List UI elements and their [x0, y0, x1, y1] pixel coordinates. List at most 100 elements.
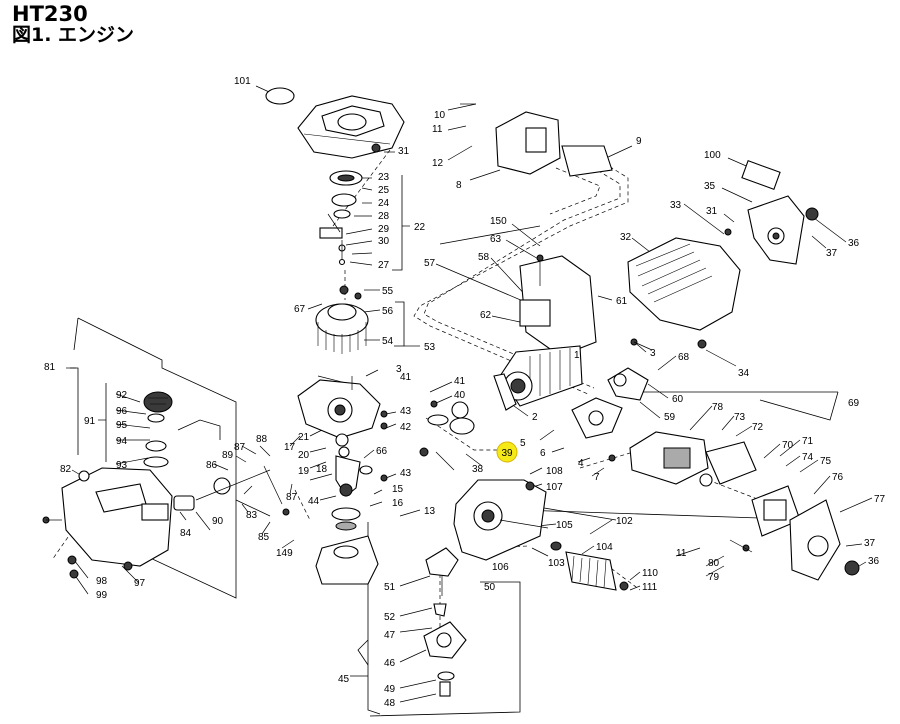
- part-label-12: 12: [432, 158, 444, 169]
- part-label-107: 107: [546, 482, 563, 493]
- part-label-99: 99: [96, 590, 108, 601]
- part-label-29: 29: [378, 224, 390, 235]
- part-label-56: 56: [382, 306, 394, 317]
- part-label-96: 96: [116, 406, 128, 417]
- part-label-19: 19: [298, 466, 310, 477]
- part-drive-shaft-handle: [550, 541, 629, 591]
- part-label-24: 24: [378, 198, 390, 209]
- part-label-78: 78: [712, 402, 724, 413]
- part-label-150: 150: [490, 216, 507, 227]
- part-label-13: 13: [424, 506, 436, 517]
- part-label-4: 4: [578, 458, 584, 469]
- part-101-decal: [265, 87, 295, 105]
- part-clutch: [423, 547, 467, 697]
- part-label-43b: 43: [400, 468, 412, 479]
- page-header: HT230 図1. エンジン: [12, 4, 134, 45]
- part-label-71: 71: [802, 436, 814, 447]
- part-cylinder: [493, 254, 597, 411]
- part-ignition-coil: [607, 367, 649, 401]
- part-label-72: 72: [752, 422, 764, 433]
- part-label-28: 28: [378, 211, 390, 222]
- part-label-87b: 87: [286, 492, 298, 503]
- part-label-85: 85: [258, 532, 270, 543]
- part-label-3: 3: [650, 348, 656, 359]
- part-label-86: 86: [206, 460, 218, 471]
- part-label-10: 10: [434, 110, 446, 121]
- part-label-11b: 11: [676, 548, 687, 559]
- part-label-102: 102: [616, 516, 633, 527]
- part-primer-pump: [173, 465, 290, 516]
- part-label-41b: 41: [400, 372, 412, 383]
- part-carburetor: [629, 431, 757, 487]
- part-label-74: 74: [802, 452, 814, 463]
- part-label-32: 32: [620, 232, 632, 243]
- part-label-23: 23: [378, 172, 390, 183]
- figure-title: 図1. エンジン: [12, 24, 135, 46]
- highlight-callout-39[interactable]: 39: [496, 441, 518, 463]
- part-label-40: 40: [454, 390, 466, 401]
- part-label-36: 36: [848, 238, 860, 249]
- part-label-100: 100: [704, 150, 721, 161]
- part-label-21: 21: [298, 432, 310, 443]
- part-label-30: 30: [378, 236, 390, 247]
- part-label-25: 25: [378, 185, 390, 196]
- part-label-73: 73: [734, 412, 746, 423]
- part-label-51: 51: [384, 582, 396, 593]
- part-label-60: 60: [672, 394, 684, 405]
- part-crankcase: [297, 376, 381, 458]
- part-label-59: 59: [664, 412, 676, 423]
- part-label-54: 54: [382, 336, 394, 347]
- part-label-46: 46: [384, 658, 396, 669]
- part-label-6: 6: [540, 448, 546, 459]
- part-label-16: 16: [392, 498, 404, 509]
- part-label-2: 2: [532, 412, 538, 423]
- part-label-18: 18: [316, 464, 328, 475]
- part-label-80: 80: [708, 558, 720, 569]
- part-label-34: 34: [738, 368, 750, 379]
- part-label-41: 41: [454, 376, 466, 387]
- part-label-31: 31: [398, 146, 410, 157]
- part-label-42: 42: [400, 422, 412, 433]
- part-label-11: 11: [432, 124, 443, 135]
- part-air-filter: [751, 485, 860, 581]
- part-label-62: 62: [480, 310, 492, 321]
- part-starter-cover: [453, 479, 549, 561]
- part-label-87: 87: [234, 442, 246, 453]
- part-label-3b: 3: [396, 364, 402, 375]
- part-engine-cover: [627, 228, 741, 349]
- part-label-9: 9: [636, 136, 642, 147]
- part-label-104: 104: [596, 542, 613, 553]
- part-insulator: [571, 397, 623, 462]
- part-air-cleaner-cover: [741, 160, 819, 265]
- part-label-111: 111: [642, 582, 658, 593]
- part-label-91: 91: [84, 416, 96, 427]
- part-label-93: 93: [116, 460, 128, 471]
- part-label-7: 7: [594, 472, 600, 483]
- highlight-label: 39: [501, 448, 513, 459]
- part-label-55: 55: [382, 286, 394, 297]
- part-fan-cover-top: [297, 95, 405, 159]
- part-label-35: 35: [704, 181, 716, 192]
- part-crankshaft: [335, 455, 373, 497]
- part-label-5: 5: [520, 438, 526, 449]
- part-flywheel: [315, 285, 369, 354]
- part-label-89: 89: [222, 450, 234, 461]
- part-label-94: 94: [116, 436, 128, 447]
- part-number-labels: 1011011128931232524282930272210035333136…: [44, 76, 886, 709]
- part-label-95: 95: [116, 420, 128, 431]
- part-muffler-cover: [460, 103, 613, 177]
- part-label-45: 45: [338, 674, 350, 685]
- part-fuel-tank: [61, 467, 173, 567]
- part-label-76: 76: [832, 472, 844, 483]
- part-label-84: 84: [180, 528, 192, 539]
- part-label-110: 110: [642, 568, 658, 579]
- part-label-68: 68: [678, 352, 690, 363]
- part-label-50: 50: [484, 582, 496, 593]
- part-label-92: 92: [116, 390, 128, 401]
- part-label-98: 98: [96, 576, 108, 587]
- part-label-1: 1: [574, 350, 580, 361]
- part-label-69: 69: [848, 398, 860, 409]
- part-label-58: 58: [478, 252, 490, 263]
- part-label-47: 47: [384, 630, 396, 641]
- part-label-105: 105: [556, 520, 573, 531]
